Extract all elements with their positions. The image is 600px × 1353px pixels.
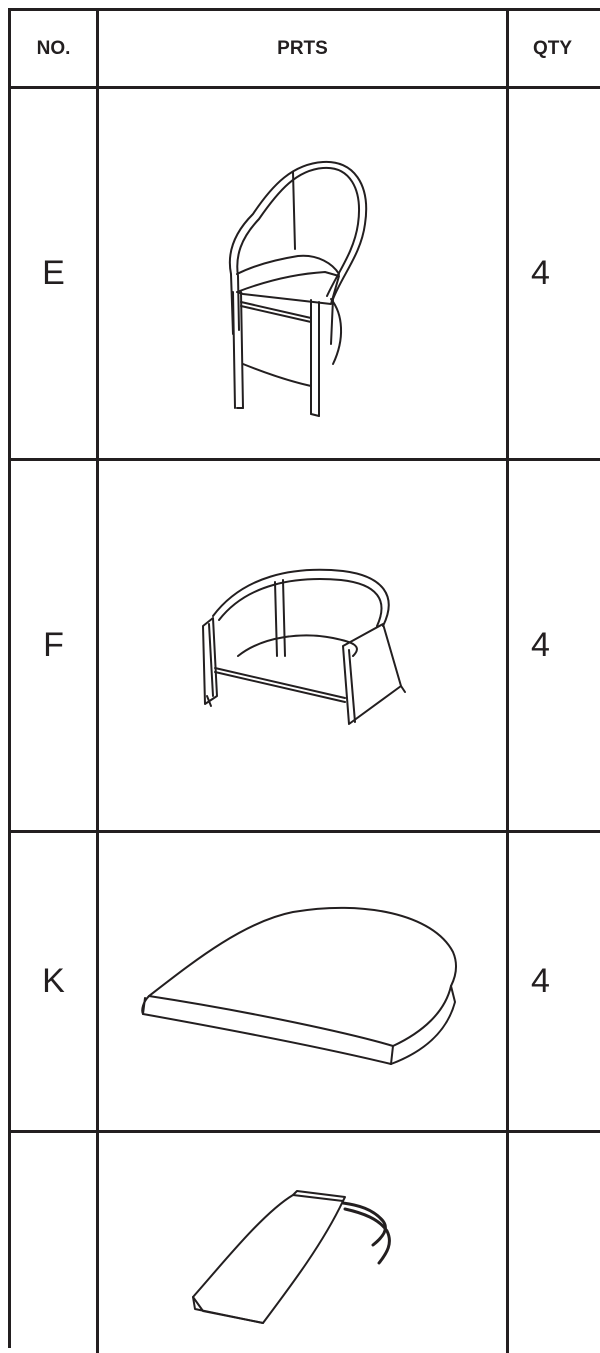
chair-icon: [228, 160, 367, 417]
part-illustration: [99, 1133, 509, 1353]
table-header-row: NO. PRTS QTY: [11, 11, 600, 89]
table-row: E: [11, 89, 600, 461]
part-number: [11, 1133, 99, 1353]
part-quantity: 4: [531, 254, 550, 292]
part-quantity: 4: [531, 626, 550, 664]
header-qty: QTY: [533, 37, 573, 59]
header-parts: PRTS: [99, 11, 509, 86]
part-illustration: [99, 833, 509, 1130]
parts-table: NO. PRTS QTY E: [8, 8, 600, 1353]
part-illustration: [99, 461, 509, 830]
part-quantity: [509, 1133, 600, 1353]
table-row: [11, 1133, 600, 1353]
part-quantity: 4: [531, 962, 550, 1000]
table-row: F: [11, 461, 600, 833]
part-number: K: [11, 833, 99, 1130]
part-illustration: [99, 89, 509, 458]
part-number: F: [11, 461, 99, 830]
header-no: NO.: [11, 11, 99, 86]
back-cushion-icon: [191, 1190, 391, 1324]
part-number: E: [11, 89, 99, 458]
chair-frame-icon: [201, 568, 406, 725]
seat-cushion-icon: [140, 906, 457, 1065]
table-row: K 4: [11, 833, 600, 1133]
